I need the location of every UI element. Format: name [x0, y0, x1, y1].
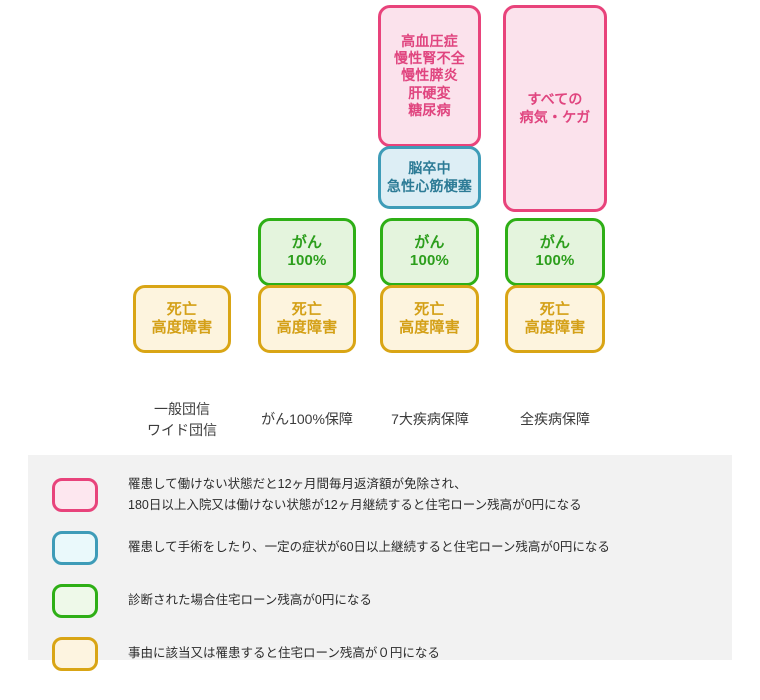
- coverage-box-label: 脳卒中 急性心筋梗塞: [386, 160, 473, 194]
- coverage-box-yellow-death-1: 死亡 高度障害: [133, 285, 231, 353]
- column-label-text: 7大疾病保障: [391, 411, 469, 428]
- coverage-box-label: がん 100%: [535, 233, 575, 269]
- coverage-box-green-cancer-2: がん 100%: [258, 218, 356, 286]
- legend-description: 診断された場合住宅ローン残高が0円になる: [128, 593, 372, 608]
- legend-description: 罹患して働けない状態だと12ヶ月間毎月返済額が免除され、 180日以上入院又は働…: [128, 477, 582, 512]
- coverage-box-label: すべての 病気・ケガ: [519, 91, 591, 125]
- coverage-box-yellow-death-3: 死亡 高度障害: [380, 285, 479, 353]
- column-label-nanadai-shippei-hosho: 7大疾病保障: [368, 389, 492, 430]
- legend-row-blue: 罹患して手術をしたり、一定の症状が60日以上継続すると住宅ローン残高が0円になる: [28, 526, 732, 569]
- coverage-box-label: 死亡 高度障害: [399, 300, 460, 336]
- column-label-gan-100-hosho: がん100%保障: [245, 389, 369, 430]
- coverage-box-label: 高血圧症 慢性腎不全 慢性膵炎 肝硬変 糖尿病: [394, 33, 465, 118]
- legend-row-green: 診断された場合住宅ローン残高が0円になる: [28, 579, 732, 622]
- coverage-comparison-chart: 死亡 高度障害 一般団信 ワイド団信 がん 100% 死亡 高度障害 がん100…: [133, 5, 617, 438]
- column-label-text: 一般団信 ワイド団信: [147, 401, 217, 438]
- coverage-box-yellow-death-4: 死亡 高度障害: [505, 285, 605, 353]
- column-label-zenshippei-hosho: 全疾病保障: [493, 389, 617, 430]
- coverage-box-label: 死亡 高度障害: [524, 300, 586, 336]
- legend-swatch-yellow-icon: [52, 636, 98, 671]
- coverage-box-label: 死亡 高度障害: [151, 300, 213, 336]
- coverage-box-label: がん 100%: [409, 233, 450, 269]
- coverage-box-label: がん 100%: [287, 233, 327, 269]
- coverage-box-pink-all-4: すべての 病気・ケガ: [503, 5, 607, 212]
- column-label-ippan-wide-danshin: 一般団信 ワイド団信: [120, 379, 244, 440]
- coverage-box-green-cancer-3: がん 100%: [380, 218, 479, 286]
- coverage-box-pink-diseases-3: 高血圧症 慢性腎不全 慢性膵炎 肝硬変 糖尿病: [378, 5, 481, 147]
- legend-panel: 罹患して働けない状態だと12ヶ月間毎月返済額が免除され、 180日以上入院又は働…: [28, 455, 732, 671]
- column-label-text: 全疾病保障: [520, 411, 590, 428]
- legend-description: 事由に該当又は罹患すると住宅ローン残高が０円になる: [128, 646, 440, 661]
- legend-swatch-blue-icon: [52, 530, 98, 565]
- coverage-box-label: 死亡 高度障害: [276, 300, 338, 336]
- coverage-box-green-cancer-4: がん 100%: [505, 218, 605, 286]
- coverage-box-blue-diseases-3: 脳卒中 急性心筋梗塞: [378, 146, 481, 209]
- legend-swatch-pink-icon: [52, 477, 98, 512]
- legend-swatch-green-icon: [52, 583, 98, 618]
- legend-row-yellow: 事由に該当又は罹患すると住宅ローン残高が０円になる: [28, 632, 732, 675]
- coverage-box-yellow-death-2: 死亡 高度障害: [258, 285, 356, 353]
- legend-description: 罹患して手術をしたり、一定の症状が60日以上継続すると住宅ローン残高が0円になる: [128, 540, 610, 555]
- column-label-text: がん100%保障: [261, 411, 353, 428]
- legend-row-pink: 罹患して働けない状態だと12ヶ月間毎月返済額が免除され、 180日以上入院又は働…: [28, 473, 732, 516]
